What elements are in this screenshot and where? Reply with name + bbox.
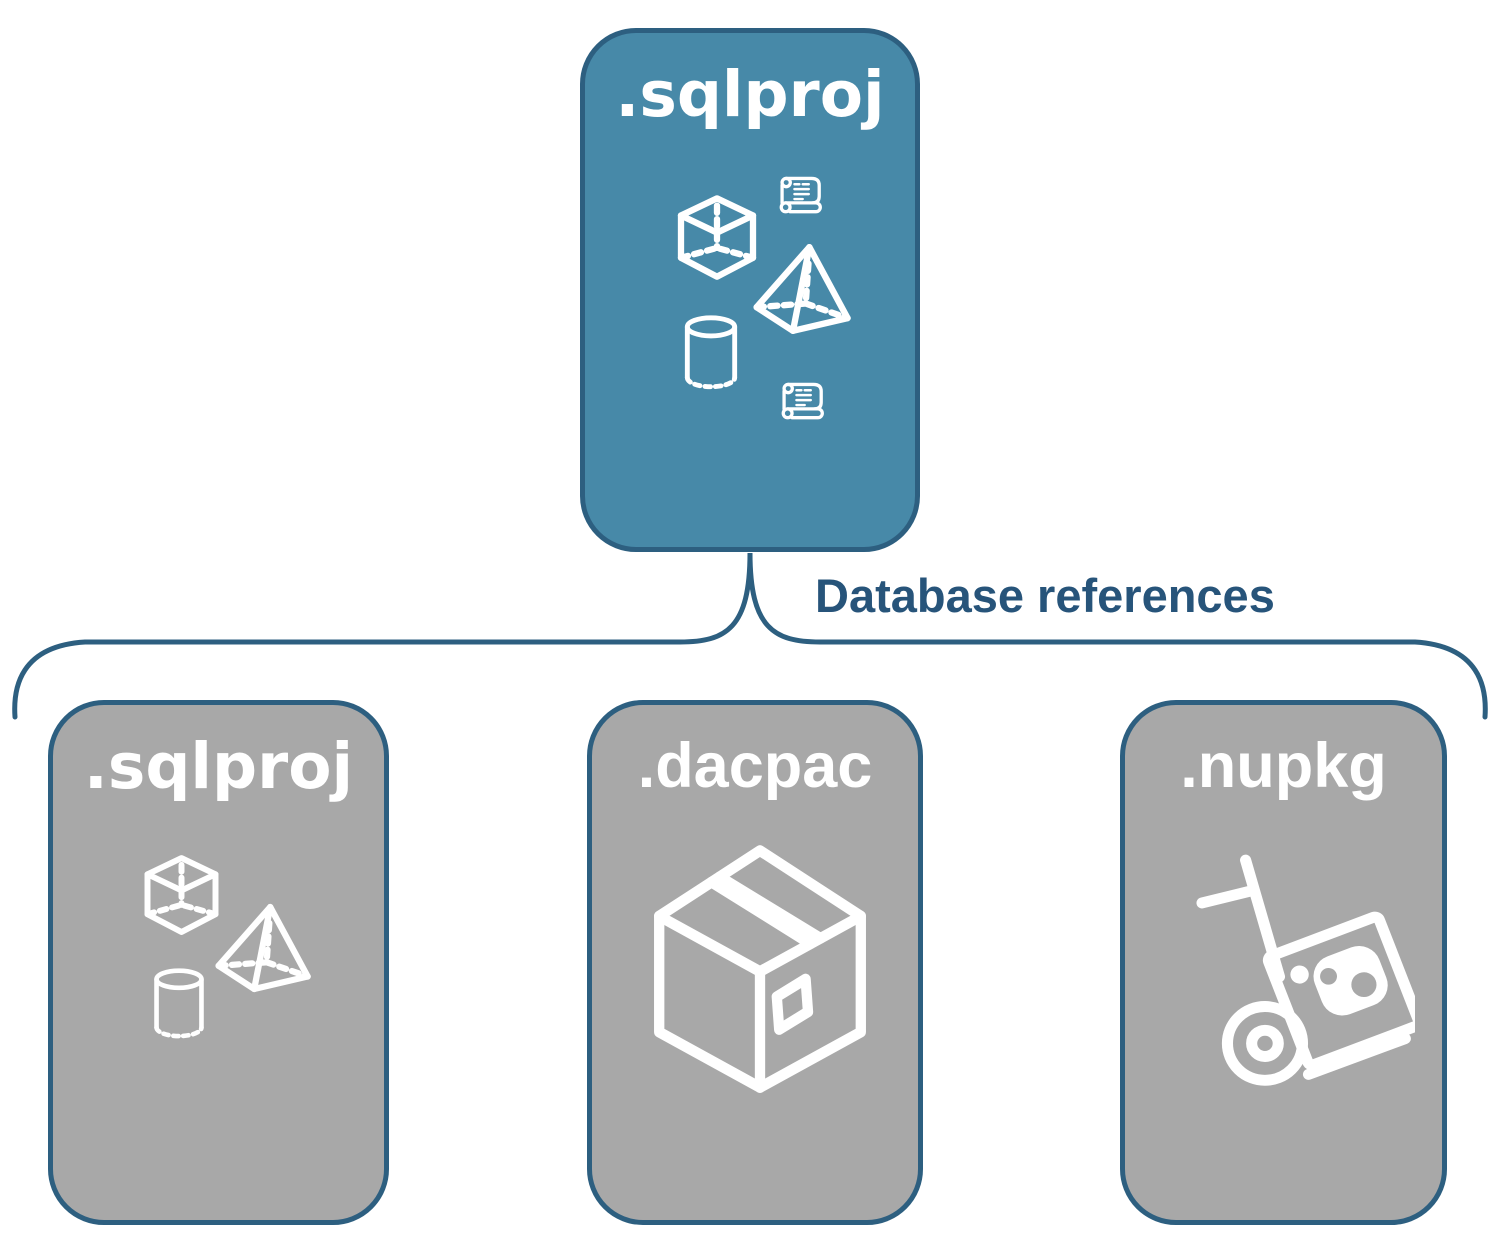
child-card-nupkg: .nupkg <box>1120 700 1447 1225</box>
pyramid-icon <box>753 244 851 334</box>
cylinder-icon <box>684 315 738 390</box>
scroll-icon <box>781 382 824 420</box>
cube-icon <box>144 855 219 936</box>
nuget-handtruck-icon <box>1196 854 1415 1086</box>
child-card-title: .sqlproj <box>83 730 354 803</box>
child-card-title: .dacpac <box>637 731 873 801</box>
cylinder-icon <box>154 968 204 1039</box>
connector-label: Database references <box>815 569 1275 622</box>
root-card-title: .sqlproj <box>615 58 885 131</box>
cube-icon <box>677 195 757 280</box>
child-card-dacpac: .dacpac <box>587 700 923 1225</box>
package-box-icon <box>654 845 866 1093</box>
pyramid-icon <box>215 903 311 993</box>
child-card-title: .nupkg <box>1180 731 1387 801</box>
scroll-icon <box>779 176 822 214</box>
child-card-sqlproj: .sqlproj <box>48 700 389 1225</box>
root-card-sqlproj: .sqlproj <box>580 28 920 552</box>
